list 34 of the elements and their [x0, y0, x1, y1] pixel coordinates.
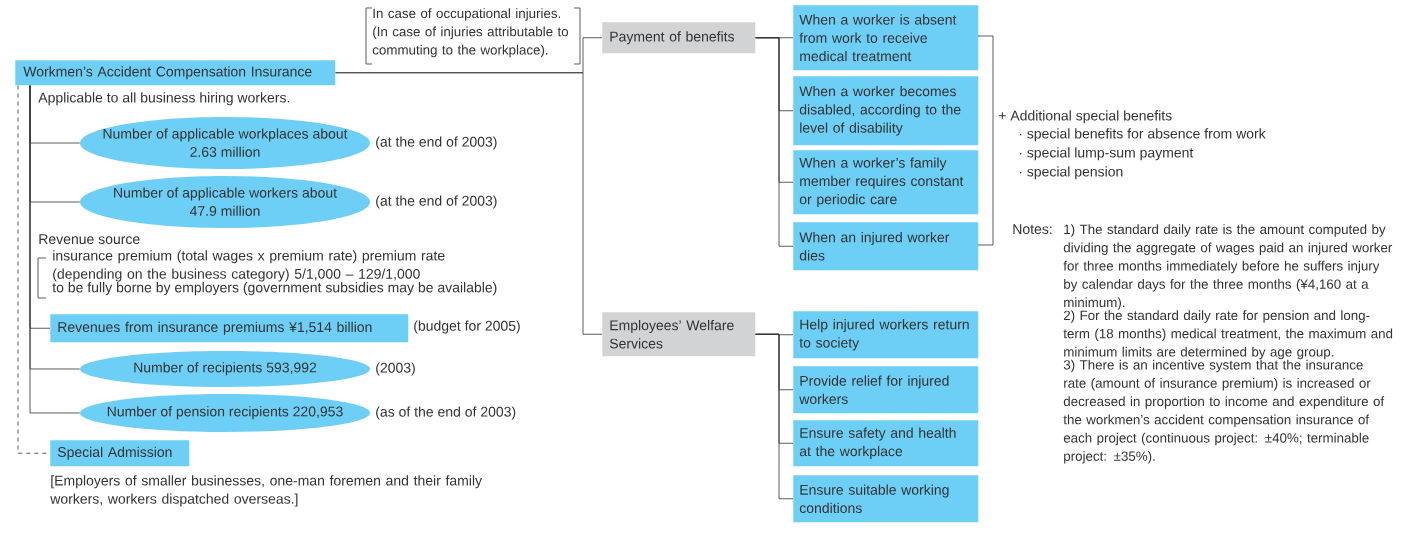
note-text: In case of occupational injuries. (In case of injuries attributable to commuting to the workplace).	[372, 8, 569, 58]
title-box: Workmen’s Accident Compensation Insurance	[15, 60, 336, 86]
data-box: Revenues from insurance premiums ¥1,514 billion	[50, 314, 409, 343]
item-box: When a worker is absent from work to receive medical treatment	[793, 5, 979, 71]
list-item: · special benefits for absence from work	[1019, 128, 1266, 142]
item-box: When an injured worker dies	[793, 222, 979, 271]
connector-line	[335, 72, 603, 335]
side-note: (at the end of 2003)	[376, 195, 497, 209]
list-item: · special pension	[1019, 166, 1123, 180]
item-box: Ensure safety and health at the workplace	[793, 420, 979, 467]
label-text: Notes:	[1013, 224, 1052, 235]
label-text: + Additional special benefits	[998, 110, 1172, 124]
note-text: 2) For the standard daily rate for pension and long-term (18 months) medical treatment, the maximum and minimum limits are determined by age group.	[1063, 310, 1393, 360]
label-text: Revenue source	[39, 234, 140, 245]
list-item: · special lump-sum payment	[1019, 147, 1194, 161]
side-note: (budget for 2005)	[414, 320, 520, 334]
side-note: (2003)	[376, 362, 415, 376]
category-box: Special Admission	[50, 440, 190, 467]
item-box: When a worker becomes disabled, according to the level of disability	[793, 76, 979, 146]
connector-line	[755, 37, 794, 247]
side-note: [Employers of smaller businesses, one-man foremen and their family workers, workers dispatched overseas.]	[50, 475, 482, 507]
note-text: 3) There is an incentive system that the insurance rate (amount of insurance premium) is increased or decreased in proportion to income and expenditure of the workmen’s accident compensation insurance of each project (continuous project: ±40%; terminable project: ±35%).	[1063, 359, 1385, 464]
label-text: Applicable to all business hiring workers.	[38, 92, 290, 106]
label-text: to be fully borne by employers (government subsidies may be available)	[52, 282, 497, 296]
category-box: Employees’ Welfare Services	[602, 312, 756, 357]
side-note: (as of the end of 2003)	[376, 406, 516, 420]
item-box: Help injured workers return to society	[793, 311, 979, 359]
category-box: Payment of benefits	[602, 22, 756, 54]
note-text: 1) The standard daily rate is the amount computed by dividing the aggregate of wages paid an injured worker for three months immediately before he suffers injury by calendar days for the three months (¥4,160 at a minimum).	[1063, 224, 1393, 310]
item-box: Provide relief for injured workers	[793, 366, 979, 414]
item-box: When a worker’s family member requires constant or periodic care	[793, 150, 979, 215]
item-box: Ensure suitable working conditions	[793, 475, 979, 523]
side-note: (at the end of 2003)	[376, 136, 497, 150]
connector-line	[755, 333, 794, 500]
